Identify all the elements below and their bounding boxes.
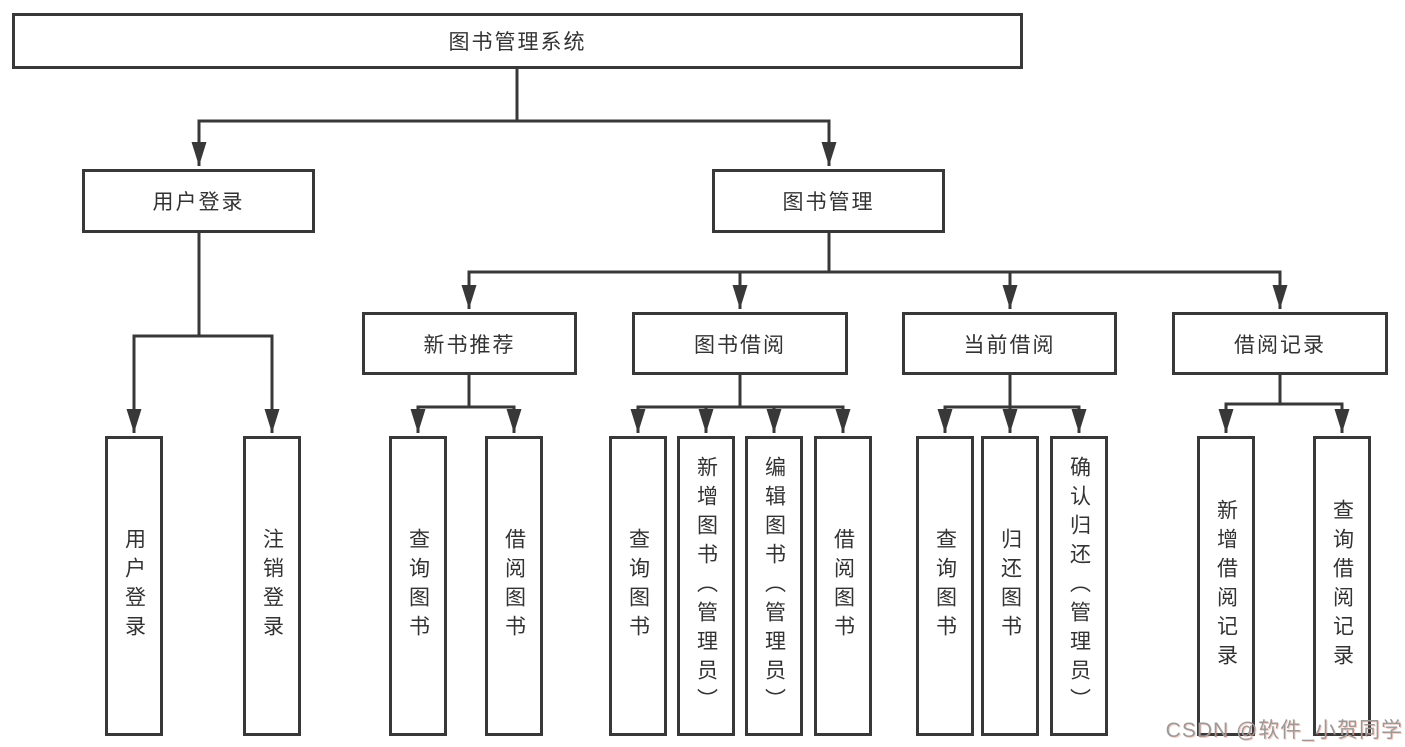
connector-borrow-group bbox=[630, 375, 851, 433]
leaf-query-books-current-node: 查询图书 bbox=[916, 436, 974, 736]
group-book-borrow-node: 图书借阅 bbox=[632, 312, 848, 375]
leaf-borrow-books-node: 借阅图书 bbox=[814, 436, 872, 736]
root-node-label: 图书管理系统 bbox=[448, 31, 587, 54]
group-current-borrow-label: 当前借阅 bbox=[963, 333, 1056, 357]
leaf-query-books-newbook-label: 查询图书 bbox=[406, 528, 430, 644]
csdn-watermark: CSDN @软件_小贺同学 bbox=[1165, 719, 1403, 742]
leaf-add-borrow-record-label: 新增借阅记录 bbox=[1214, 499, 1238, 673]
connector-user-login-branch bbox=[126, 233, 280, 433]
leaf-return-books-label: 归还图书 bbox=[998, 528, 1022, 644]
leaf-confirm-return-admin-node: 确认归还（管理员） bbox=[1050, 436, 1108, 736]
group-current-borrow-node: 当前借阅 bbox=[902, 312, 1117, 375]
connector-root-to-level2 bbox=[191, 69, 837, 166]
leaf-return-books-node: 归还图书 bbox=[981, 436, 1039, 736]
leaf-user-login-label: 用户登录 bbox=[122, 528, 146, 644]
branch-user-login-node: 用户登录 bbox=[82, 169, 315, 233]
leaf-edit-books-admin-node: 编辑图书（管理员） bbox=[745, 436, 803, 736]
connector-book-mgmt-to-level3 bbox=[461, 233, 1288, 309]
leaf-query-borrow-record-label: 查询借阅记录 bbox=[1330, 499, 1354, 673]
branch-book-management-node: 图书管理 bbox=[712, 169, 945, 233]
leaf-add-books-admin-label: 新增图书（管理员） bbox=[694, 455, 718, 717]
leaf-query-books-current-label: 查询图书 bbox=[933, 528, 957, 644]
leaf-logout-label: 注销登录 bbox=[260, 528, 284, 644]
leaf-borrow-books-newbook-label: 借阅图书 bbox=[502, 528, 526, 644]
leaf-borrow-books-label: 借阅图书 bbox=[831, 528, 855, 644]
group-book-borrow-label: 图书借阅 bbox=[694, 333, 786, 357]
leaf-borrow-books-newbook-node: 借阅图书 bbox=[485, 436, 543, 736]
branch-user-login-label: 用户登录 bbox=[152, 191, 245, 214]
root-node: 图书管理系统 bbox=[12, 13, 1023, 69]
connector-new-book-group bbox=[410, 375, 522, 433]
connector-current-group bbox=[937, 375, 1087, 433]
leaf-query-books-borrow-label: 查询图书 bbox=[626, 528, 650, 644]
leaf-add-borrow-record-node: 新增借阅记录 bbox=[1197, 436, 1255, 736]
group-borrow-records-node: 借阅记录 bbox=[1172, 312, 1388, 375]
group-new-book-recommend-label: 新书推荐 bbox=[423, 333, 516, 357]
leaf-edit-books-admin-label: 编辑图书（管理员） bbox=[762, 455, 786, 717]
leaf-query-books-newbook-node: 查询图书 bbox=[389, 436, 447, 736]
connector-records-group bbox=[1218, 375, 1350, 433]
leaf-query-books-borrow-node: 查询图书 bbox=[609, 436, 667, 736]
leaf-logout-node: 注销登录 bbox=[243, 436, 301, 736]
leaf-user-login-node: 用户登录 bbox=[105, 436, 163, 736]
leaf-confirm-return-admin-label: 确认归还（管理员） bbox=[1067, 455, 1091, 717]
group-new-book-recommend-node: 新书推荐 bbox=[362, 312, 577, 375]
branch-book-management-label: 图书管理 bbox=[782, 191, 875, 214]
leaf-add-books-admin-node: 新增图书（管理员） bbox=[677, 436, 735, 736]
leaf-query-borrow-record-node: 查询借阅记录 bbox=[1313, 436, 1371, 736]
group-borrow-records-label: 借阅记录 bbox=[1234, 333, 1326, 357]
